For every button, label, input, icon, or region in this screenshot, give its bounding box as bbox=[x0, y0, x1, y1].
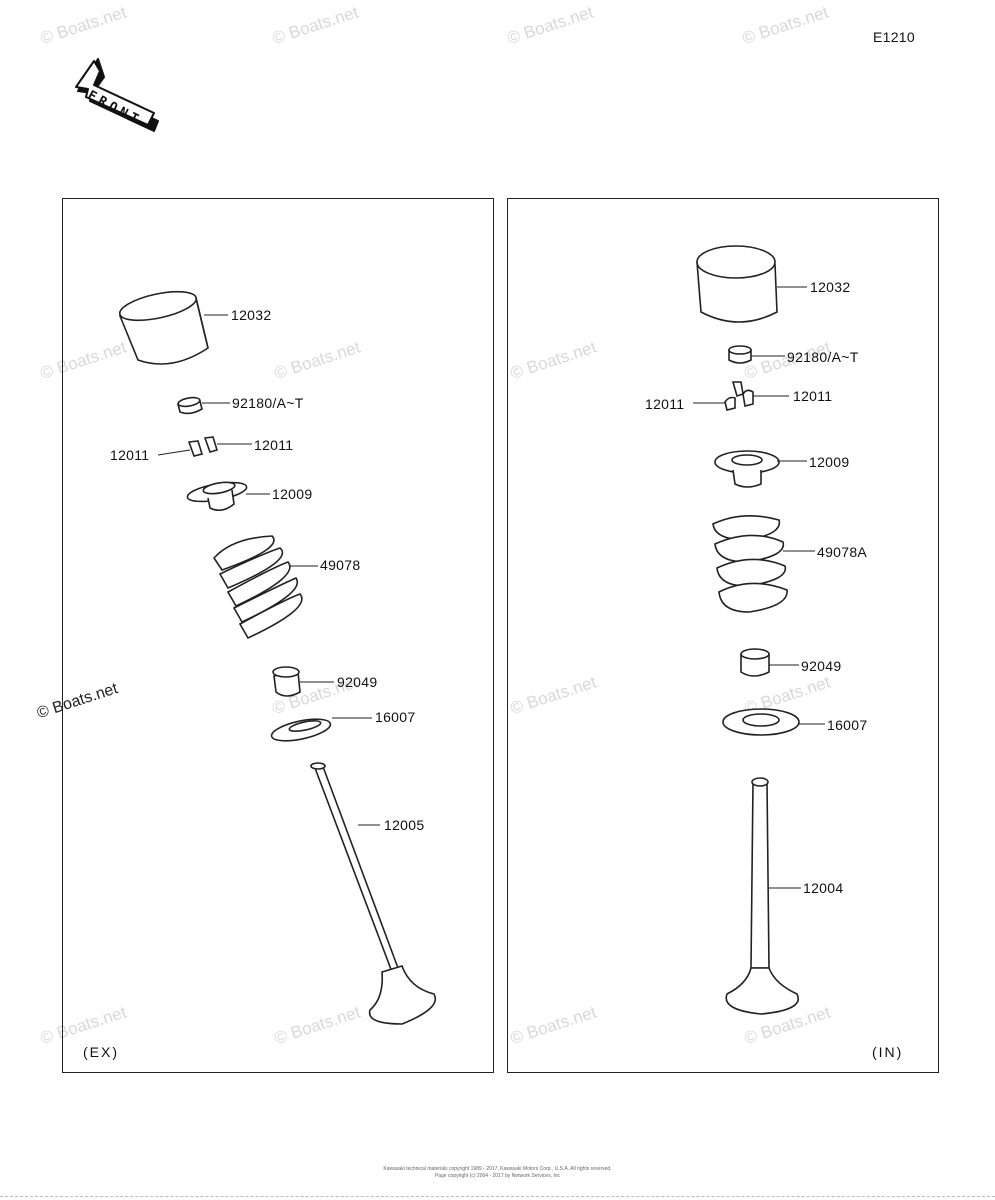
intake-panel-label: (IN) bbox=[872, 1044, 904, 1060]
watermark: © Boats.net bbox=[38, 2, 129, 49]
ex-keeper-part-number[interactable]: 12011 bbox=[110, 447, 150, 463]
in-retainer-icon bbox=[714, 450, 780, 488]
in-keeper-part-number[interactable]: 12011 bbox=[645, 396, 685, 412]
ex-valve-part-number[interactable]: 12005 bbox=[384, 817, 425, 833]
ex-stem-seal-part-number[interactable]: 92049 bbox=[337, 674, 378, 690]
footer-page-copyright: Page copyright (c) 2004 - 2017 by Networ… bbox=[434, 1173, 561, 1179]
in-lifter-part-number[interactable]: 12032 bbox=[810, 279, 851, 295]
in-spring-part-number[interactable]: 49078A bbox=[817, 544, 868, 560]
ex-spring-icon bbox=[212, 535, 303, 640]
in-spring-seat-part-number[interactable]: 16007 bbox=[827, 717, 868, 733]
in-keeper-part-number[interactable]: 12011 bbox=[793, 388, 833, 404]
ex-retainer-part-number[interactable]: 12009 bbox=[272, 486, 313, 502]
ex-stem-seal-icon bbox=[272, 666, 301, 697]
in-lifter-icon bbox=[696, 245, 778, 323]
watermark: © Boats.net bbox=[505, 2, 596, 49]
ex-lifter-icon bbox=[118, 290, 209, 365]
ex-spring-part-number[interactable]: 49078 bbox=[320, 557, 361, 573]
ex-spring-seat-part-number[interactable]: 16007 bbox=[375, 709, 416, 725]
ex-shim-icon bbox=[177, 396, 203, 415]
in-spring-icon bbox=[712, 515, 788, 613]
in-retainer-part-number[interactable]: 12009 bbox=[809, 454, 850, 470]
ex-spring-seat-icon bbox=[270, 718, 332, 742]
intake-parts-drawing bbox=[693, 245, 825, 1015]
in-spring-seat-icon bbox=[722, 708, 800, 736]
ex-retainer-icon bbox=[186, 481, 248, 512]
in-shim-icon bbox=[728, 345, 752, 364]
footer-copyright: Kawasaki technical materials copyright 1… bbox=[383, 1166, 612, 1172]
exhaust-panel-label: (EX) bbox=[83, 1044, 119, 1060]
in-stem-seal-part-number[interactable]: 92049 bbox=[801, 658, 842, 674]
front-arrow-icon bbox=[75, 58, 159, 132]
ex-keeper-part-number[interactable]: 12011 bbox=[254, 437, 294, 453]
in-valve-icon bbox=[725, 777, 799, 1015]
ex-keeper-icon bbox=[187, 436, 219, 457]
ex-shim-part-number[interactable]: 92180/A~T bbox=[232, 395, 304, 411]
ex-lifter-part-number[interactable]: 12032 bbox=[231, 307, 272, 323]
in-valve-part-number[interactable]: 12004 bbox=[803, 880, 844, 896]
watermark: © Boats.net bbox=[740, 2, 831, 49]
in-keeper-icon bbox=[724, 381, 754, 411]
exhaust-panel bbox=[62, 198, 494, 1073]
bottom-rule bbox=[0, 1196, 995, 1197]
diagram-code: E1210 bbox=[873, 29, 915, 45]
exhaust-parts-drawing bbox=[118, 290, 437, 1025]
in-shim-part-number[interactable]: 92180/A~T bbox=[787, 349, 859, 365]
in-stem-seal-icon bbox=[740, 648, 770, 677]
intake-panel bbox=[507, 198, 939, 1073]
watermark: © Boats.net bbox=[270, 2, 361, 49]
ex-valve-icon bbox=[310, 762, 437, 1025]
